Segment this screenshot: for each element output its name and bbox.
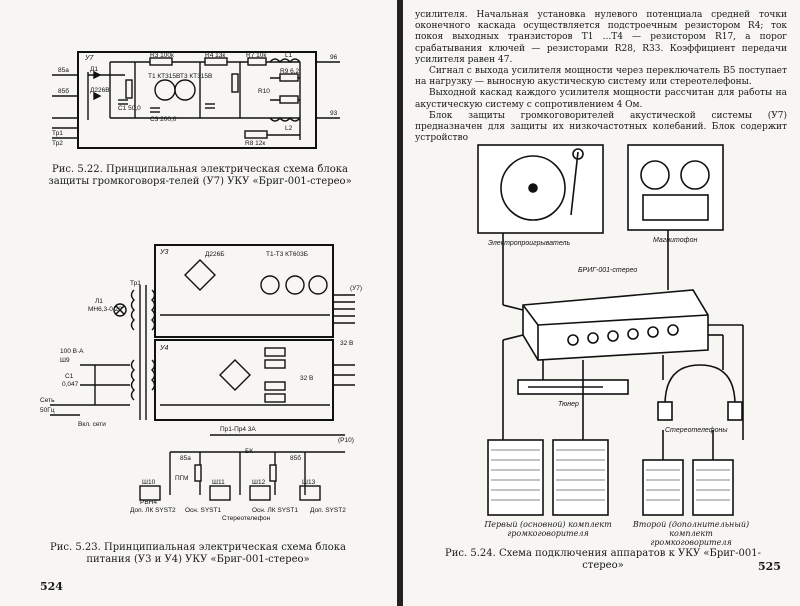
schematic-label: 100 В·А	[60, 348, 84, 355]
schematic-label: 85б	[58, 87, 69, 95]
tape-recorder	[627, 144, 724, 231]
schematic-label: Д1	[90, 66, 98, 73]
speaker-2b	[692, 459, 734, 516]
schematic-label: 85б	[290, 454, 301, 462]
body-text: усилителя. Начальная установка нулевого …	[415, 10, 787, 144]
schematic-label: R8 12к	[245, 140, 265, 147]
schematic-label: С1	[65, 373, 74, 380]
schematic-label: Д226В	[90, 87, 110, 94]
page-number-right: 525	[758, 560, 781, 573]
schematic-label: Сеть	[40, 397, 55, 404]
schematic-label: 85а	[58, 67, 69, 74]
schematic-label: 32 В	[340, 340, 353, 347]
schematic-label: (Р10)	[338, 437, 354, 444]
schematic-label: Т1-Т3 КТ603Б	[266, 251, 308, 258]
schematic-label: У3	[159, 249, 168, 256]
book-gutter	[397, 0, 403, 606]
schematic-label: БК	[245, 448, 253, 455]
fig-5-22-caption: Рис. 5.22. Принципиальная электрическая …	[48, 164, 352, 187]
left-page: У7 85а 85б Д1 Д226В С1 50,0 R3 100к R4 1…	[0, 0, 397, 606]
right-page: усилителя. Начальная установка нулевого …	[403, 0, 800, 606]
schematic-label: 32 В	[300, 375, 313, 382]
schematic-label: РВН4	[140, 499, 157, 506]
schematic-label: 50Гц	[40, 407, 55, 414]
paragraph-3: Выходной каскад каждого усилителя мощнос…	[415, 88, 787, 110]
headphones	[664, 364, 736, 406]
schematic-label: R3 100к	[150, 52, 174, 59]
schematic-label: С1 50,0	[118, 105, 141, 112]
schematic-label: Вкл. сети	[78, 421, 106, 428]
fig-5-24-caption: Рис. 5.24. Схема подключения аппаратов к…	[445, 548, 761, 571]
schematic-label: Доп. SYST2	[310, 507, 346, 514]
fig-5-24-diagram: Электропроигрыватель Магнитофон БРИГ-001…	[477, 144, 744, 516]
schematic-label: Т1 КТ315В	[148, 73, 180, 80]
schematic-label: Осн. ЛК SYST1	[252, 507, 298, 514]
schematic-label: Тр2	[52, 140, 63, 147]
page-number-left: 524	[40, 580, 63, 593]
tape-label: Магнитофон	[653, 237, 697, 244]
schematic-label: Тр1	[52, 130, 63, 137]
schematic-label: ПГМ	[175, 475, 188, 482]
schematic-label: Ш11	[212, 479, 225, 486]
schematic-label: Д226Б	[205, 251, 225, 258]
speaker-1b	[552, 439, 609, 516]
schematic-label: У7	[84, 55, 94, 62]
schematic-label: R4 13к	[205, 52, 225, 59]
fig-5-22-schematic: У7 85а 85б Д1 Д226В С1 50,0 R3 100к R4 1…	[52, 51, 340, 149]
schematic-label: Ш9	[60, 357, 70, 364]
schematic-label: Пр1-Пр4 3А	[220, 426, 256, 433]
schematic-label: (У7)	[350, 285, 362, 292]
tuner-label: Тюнер	[558, 401, 579, 408]
amp-label: БРИГ-001-стерео	[578, 267, 637, 274]
schematic-label: 96	[330, 54, 338, 61]
headphones-label: Стереотелефоны	[665, 427, 728, 434]
schematic-label: Тр1	[130, 280, 141, 287]
schematic-label: L1	[285, 52, 293, 59]
paragraph-2: Сигнал с выхода усилителя мощности через…	[415, 66, 787, 88]
schematic-label: L2	[285, 125, 293, 132]
speaker-2a	[642, 459, 684, 516]
schematic-label: Т3 КТ315В	[180, 73, 212, 80]
schematic-label: Ш12	[252, 479, 266, 486]
schematic-label: R9 6,2	[280, 68, 300, 75]
schematic-label: Ш10	[142, 479, 156, 486]
speaker-1-label: Первый (основной) комплект громкоговорит…	[484, 520, 612, 538]
schematic-label: С3 200,0	[150, 116, 177, 123]
schematic-label: R10	[258, 88, 270, 95]
schematic-label: МН6,3-0,22	[88, 306, 122, 313]
fig-5-23-schematic: У3 У4 Д226Б Т1-Т3 КТ603Б Л1 МН6,3-0,22 Т…	[40, 244, 362, 522]
turntable-label: Электропроигрыватель	[488, 240, 570, 247]
schematic-label: Осн. SYST1	[185, 507, 221, 514]
fig-5-23-caption: Рис. 5.23. Принципиальная электрическая …	[50, 542, 346, 565]
schematic-label: 85а	[180, 455, 191, 462]
paragraph-4: Блок защиты громкоговорителей акустическ…	[415, 110, 787, 144]
schematic-label: Доп. ЛК SYST2	[130, 507, 176, 514]
schematic-label: Стереотелефон	[222, 515, 271, 522]
speaker-1a	[487, 439, 544, 516]
schematic-label: 93	[330, 110, 338, 117]
schematic-label: У4	[159, 345, 168, 352]
schematic-label: Л1	[95, 298, 103, 305]
paragraph-1: усилителя. Начальная установка нулевого …	[415, 10, 787, 65]
speaker-2-label: Второй (дополнительный) комплект громког…	[632, 520, 750, 547]
schematic-label: R7 10к	[246, 52, 266, 59]
schematic-label: Ш13	[302, 479, 316, 486]
schematic-label: 0,047	[62, 381, 79, 388]
turntable	[477, 144, 604, 234]
